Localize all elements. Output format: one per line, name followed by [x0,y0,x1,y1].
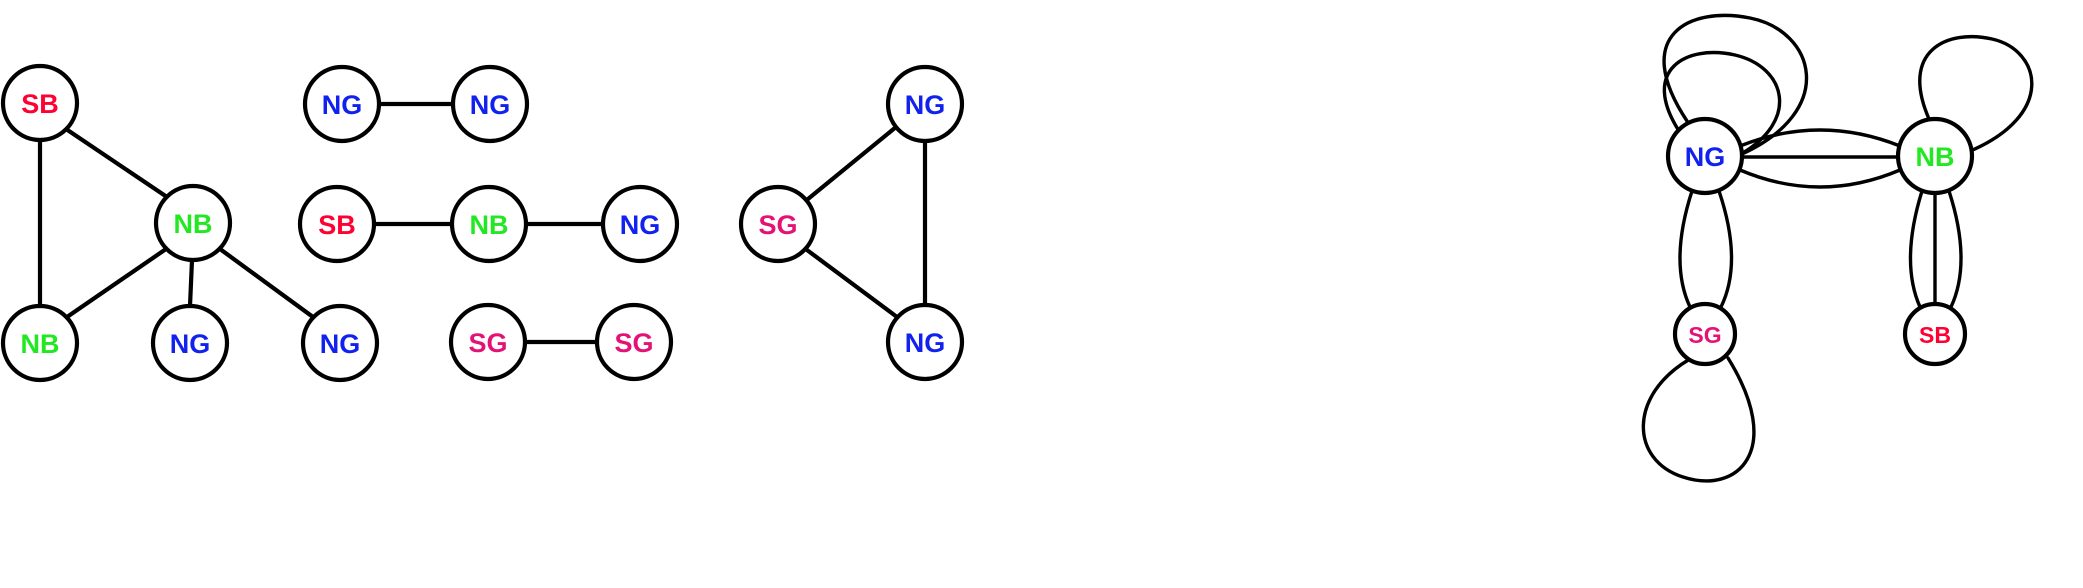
node-label: NG [620,210,661,240]
self-loop-sg [1641,356,1756,483]
graph-2: NG NG SB NB NG [297,64,680,382]
node-circle[interactable] [1665,116,1745,196]
node-circle[interactable] [449,184,529,264]
node-label: NG [470,90,511,120]
node-circle[interactable] [300,303,380,383]
node-g1n4[interactable]: NG [300,303,380,383]
node-circle[interactable] [297,184,377,264]
graph-1: SB NB NB NG NG [0,63,380,383]
graph-4-edges [1678,128,1963,309]
graph-4-self-loops [1641,13,2034,483]
self-loop-ng-inner [1662,50,1782,156]
edge-nb-sb-right [1947,189,1963,309]
edge-ng-sg-top [805,124,899,202]
edge-ng-nb-lower [1738,168,1902,189]
node-g3n2[interactable]: NG [885,302,965,382]
node-label: SB [1919,322,1951,348]
node-g4n0[interactable]: NG [1665,116,1745,196]
node-label: NB [1916,142,1955,172]
node-g1n3[interactable]: NG [150,303,230,383]
node-label: SG [1688,322,1721,348]
node-label: NB [470,210,509,240]
node-g1n1[interactable]: NB [153,183,233,263]
self-loop-ng-outer [1662,13,1809,156]
edge-nb-nb [64,246,169,320]
graph-3-nodes: NG SG NG [738,64,965,382]
node-circle[interactable] [153,183,233,263]
node-circle[interactable] [448,302,528,382]
graph-1-edges [37,126,316,320]
edge-ng-sg-left [1678,189,1694,309]
node-g3n0[interactable]: NG [885,64,965,144]
edge-ng-nb-upper [1738,128,1902,148]
node-g2n1[interactable]: NG [450,64,530,144]
graph-4-nodes: NG NB SG SB [1665,116,1975,367]
node-g3n1[interactable]: SG [738,184,818,264]
node-label: SG [758,210,797,240]
node-label: SG [468,328,507,358]
node-circle[interactable] [1902,301,1968,367]
node-circle[interactable] [1895,116,1975,196]
node-label: NG [905,90,946,120]
edge-nb-ng-mid [187,257,195,309]
edge-ng-sg-right [1717,189,1734,309]
node-g2n6[interactable]: SG [594,302,674,382]
node-g2n5[interactable]: SG [448,302,528,382]
node-circle[interactable] [0,63,80,143]
node-label: SB [318,210,356,240]
node-label: NG [1685,142,1726,172]
self-loop-nb [1918,34,2034,154]
node-g2n4[interactable]: NG [600,184,680,264]
node-label: SB [21,89,59,119]
node-label: NG [905,328,946,358]
node-circle[interactable] [450,64,530,144]
node-g2n2[interactable]: SB [297,184,377,264]
node-circle[interactable] [1672,301,1738,367]
node-g2n3[interactable]: NB [449,184,529,264]
graph-4: NG NB SG SB [1641,13,2034,483]
node-label: NB [21,329,60,359]
node-g4n2[interactable]: SG [1672,301,1738,367]
graph-2-nodes: NG NG SB NB NG [297,64,680,382]
node-g2n0[interactable]: NG [302,64,382,144]
node-g1n0[interactable]: SB [0,63,80,143]
node-label: NG [170,329,211,359]
node-circle[interactable] [600,184,680,264]
edge-sg-ng-bottom [804,247,900,320]
node-g1n2[interactable]: NB [0,303,80,383]
edge-nb-ng-right [217,246,316,320]
node-label: SG [614,328,653,358]
node-g4n1[interactable]: NB [1895,116,1975,196]
node-circle[interactable] [885,302,965,382]
node-label: NG [320,329,361,359]
node-circle[interactable] [0,303,80,383]
node-label: NG [322,90,363,120]
graph-3-edges [804,124,928,320]
graph-3: NG SG NG [738,64,965,382]
node-label: NB [174,209,213,239]
graph-2-edges [371,101,606,345]
graph-1-nodes: SB NB NB NG NG [0,63,380,383]
node-circle[interactable] [594,302,674,382]
edge-nb-sb-left [1908,189,1924,309]
edge-sb-nb [63,126,170,200]
node-circle[interactable] [150,303,230,383]
node-circle[interactable] [302,64,382,144]
node-circle[interactable] [885,64,965,144]
node-g4n3[interactable]: SB [1902,301,1968,367]
node-circle[interactable] [738,184,818,264]
